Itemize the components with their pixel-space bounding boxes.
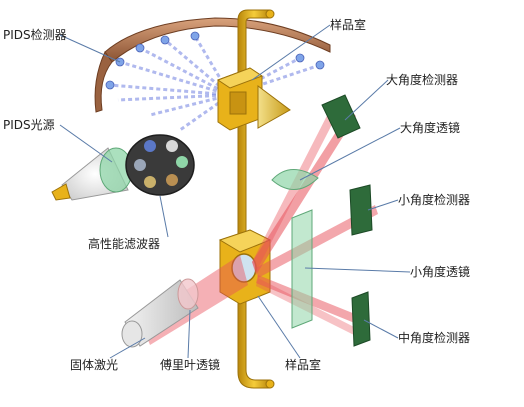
sample-chamber-bottom-block [218, 229, 272, 305]
label-middle-angle-detector: 中角度检测器 [398, 331, 471, 345]
middle-angle-detector-plate [351, 291, 371, 347]
small-angle-lens-plate [291, 209, 313, 329]
small-angle-detector-plate [349, 184, 373, 236]
label-fourier-lens: 傅里叶透镜 [160, 358, 221, 372]
pids-detector-arc [94, 17, 331, 113]
label-small-angle-lens: 小角度透镜 [410, 265, 471, 279]
label-high-performance-filter: 高性能滤波器 [88, 237, 161, 251]
sample-rail [237, 9, 275, 389]
label-sample-chamber-bottom: 样品室 [285, 358, 322, 372]
large-angle-lens-shape [271, 169, 319, 190]
label-pids-light-source: PIDS光源 [3, 118, 55, 132]
label-large-angle-lens: 大角度透镜 [400, 121, 461, 135]
label-solid-laser: 固体激光 [70, 358, 119, 372]
pids-scatter-rays [109, 35, 321, 132]
pids-light-source-device [51, 147, 133, 201]
solid-laser-device [121, 278, 199, 348]
large-angle-detector-plate [321, 94, 361, 139]
label-sample-chamber-top: 样品室 [330, 18, 367, 32]
sample-chamber-top-block [216, 67, 291, 131]
pids-detector-cells [105, 31, 325, 90]
leader-lines [59, 24, 411, 359]
label-pids-detector: PIDS检测器 [3, 28, 67, 42]
label-small-angle-detector: 小角度检测器 [398, 193, 471, 207]
filter-wheel [125, 134, 195, 196]
label-large-angle-detector: 大角度检测器 [386, 73, 459, 87]
